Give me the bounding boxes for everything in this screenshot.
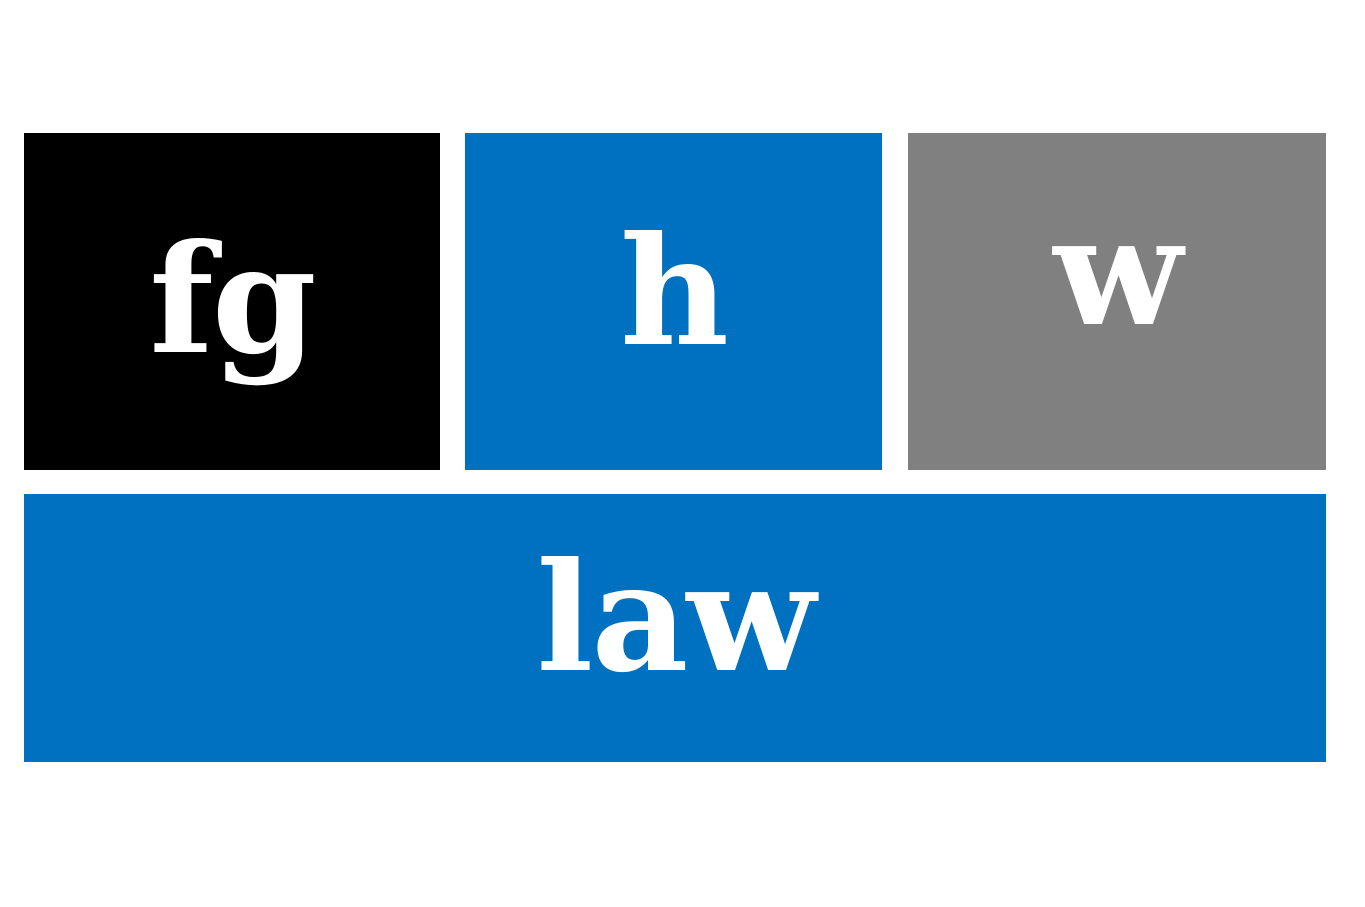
tile-law-label: law: [536, 530, 815, 706]
tile-w-label: w: [1053, 183, 1182, 360]
tile-h-label: h: [619, 203, 729, 380]
tile-fg: fg: [24, 133, 440, 470]
tile-law: law: [24, 494, 1326, 762]
tile-w: w: [908, 133, 1326, 470]
tile-h: h: [465, 133, 882, 470]
tile-fg-label: fg: [149, 211, 316, 388]
